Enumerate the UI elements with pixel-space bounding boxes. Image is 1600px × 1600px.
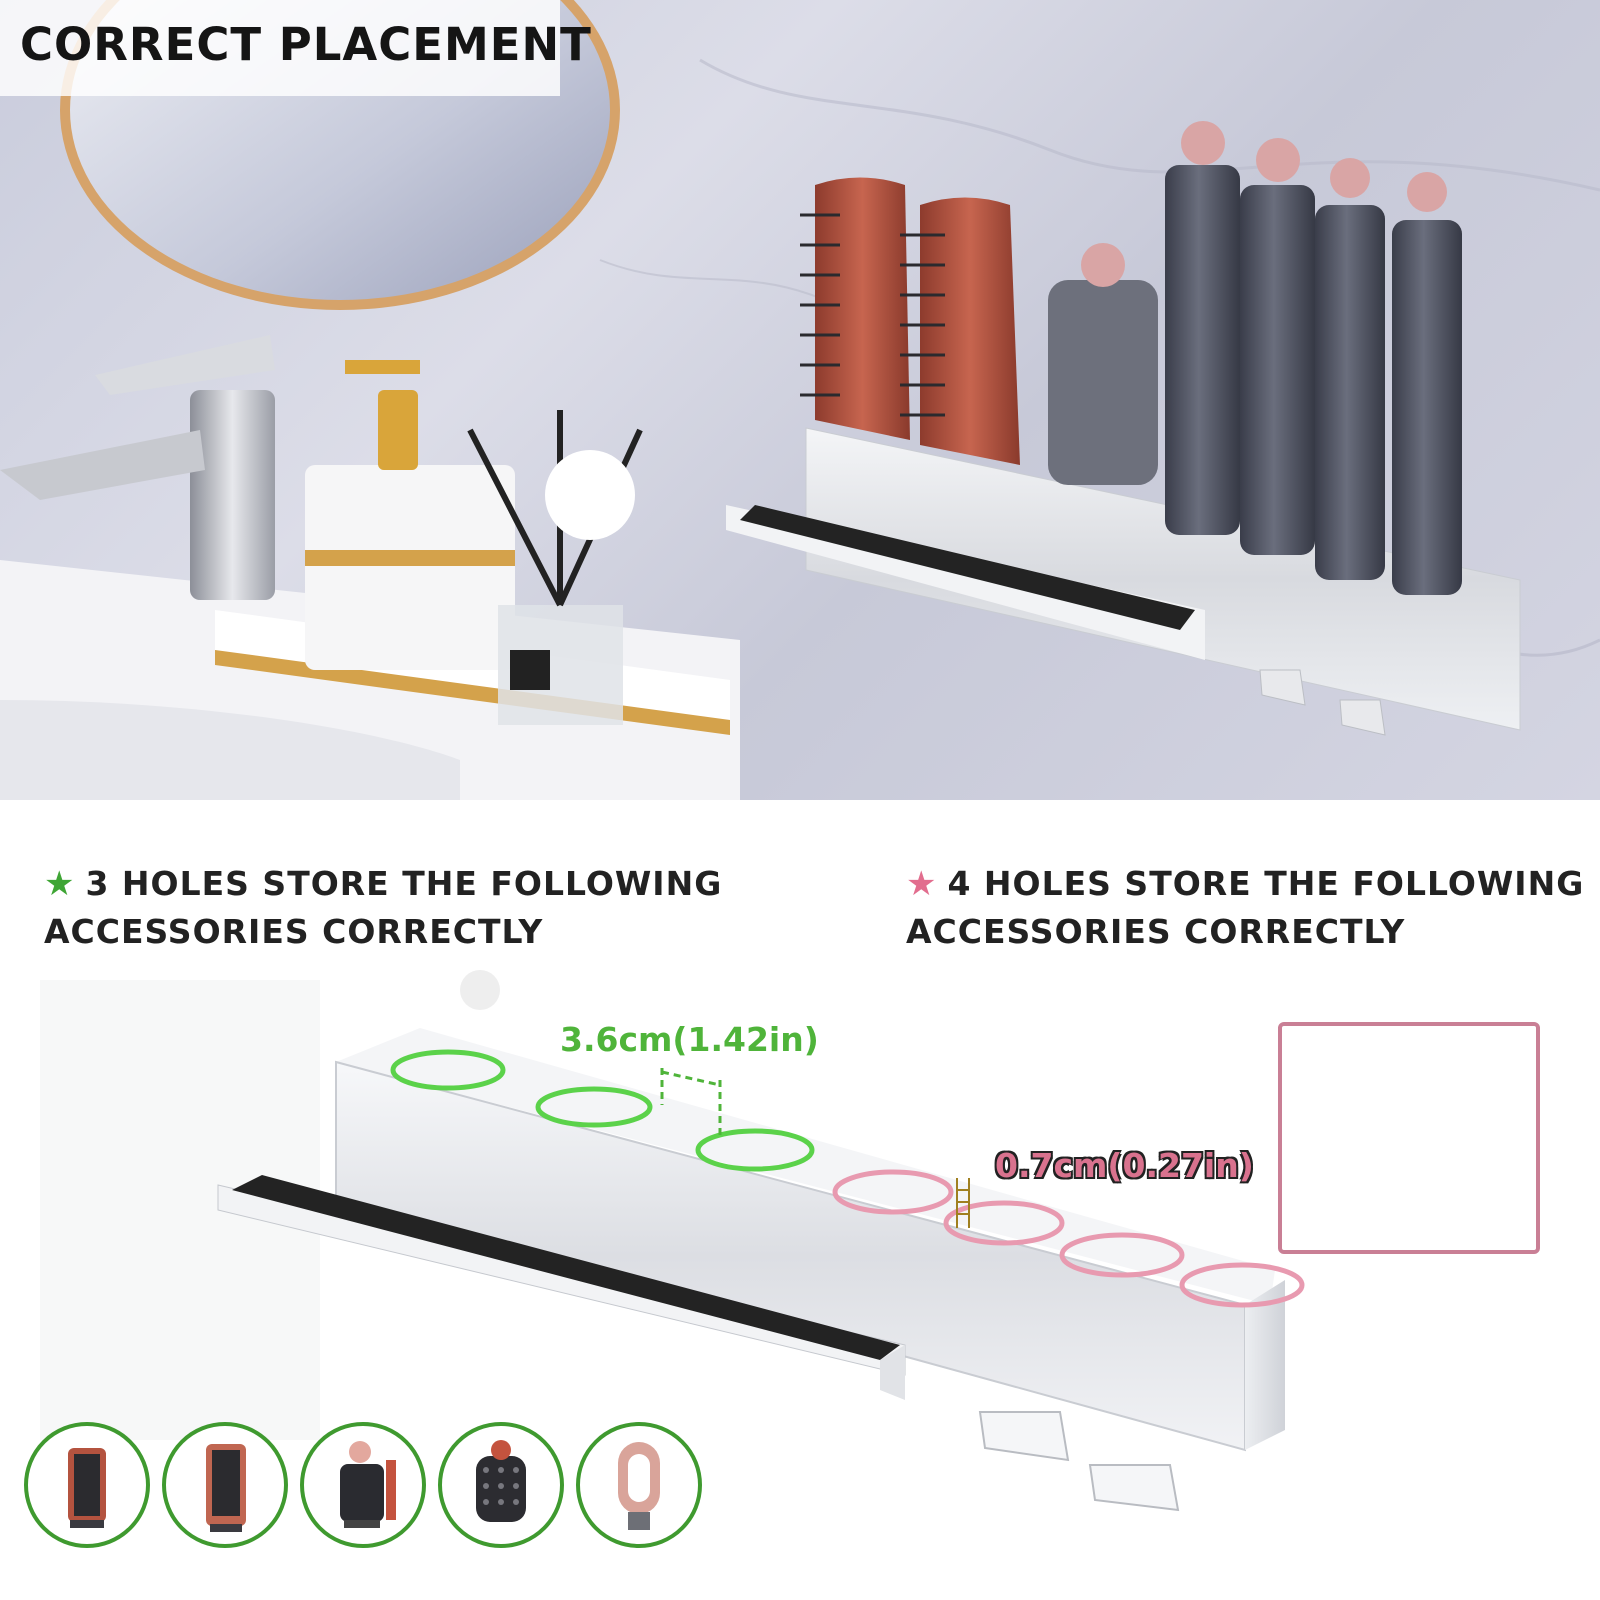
round-brush-copper-icon <box>206 1444 246 1532</box>
pre-styling-dryer-icon <box>618 1442 660 1530</box>
green-hole-outlines <box>390 1049 815 1172</box>
four-holes-heading-line2: ACCESSORIES CORRECTLY <box>906 912 1406 951</box>
three-holes-heading: ★3 HOLES STORE THE FOLLOWING ACCESSORIES… <box>44 860 722 956</box>
title-banner <box>0 0 560 96</box>
round-brush-red-icon <box>68 1448 106 1528</box>
four-holes-heading: ★4 HOLES STORE THE FOLLOWING ACCESSORIES… <box>906 860 1584 956</box>
three-holes-heading-line2: ACCESSORIES CORRECTLY <box>44 912 544 951</box>
bathroom-scene-photo: CORRECT PLACEMENT <box>0 0 1600 800</box>
four-holes-heading-line1: 4 HOLES STORE THE FOLLOWING <box>947 864 1585 903</box>
diffuser-attachment-icon <box>340 1441 396 1528</box>
accessory-thumbnail-3 <box>300 1422 426 1548</box>
green-hole-spacing-label: 3.6cm(1.42in) <box>560 1020 819 1059</box>
accessory-thumbnail-1 <box>24 1422 150 1548</box>
green-star-icon: ★ <box>44 864 76 904</box>
accessory-thumbnail-5 <box>576 1422 702 1548</box>
pink-hole-outlines <box>832 1169 1305 1308</box>
product-diagram: ★3 HOLES STORE THE FOLLOWING ACCESSORIES… <box>0 800 1600 1600</box>
pink-star-icon: ★ <box>906 864 938 904</box>
accessory-thumbnail-2 <box>162 1422 288 1548</box>
accessory-thumbnail-4 <box>438 1422 564 1548</box>
volumizing-brush-icon <box>476 1440 526 1522</box>
bathroom-scene-illustration <box>0 0 1600 800</box>
page-title: CORRECT PLACEMENT <box>20 18 592 71</box>
barrel-inset-box <box>1278 1022 1540 1254</box>
pink-hole-spacing-label: 0.7cm(0.27in) <box>995 1146 1254 1185</box>
three-holes-heading-line1: 3 HOLES STORE THE FOLLOWING <box>85 864 723 903</box>
